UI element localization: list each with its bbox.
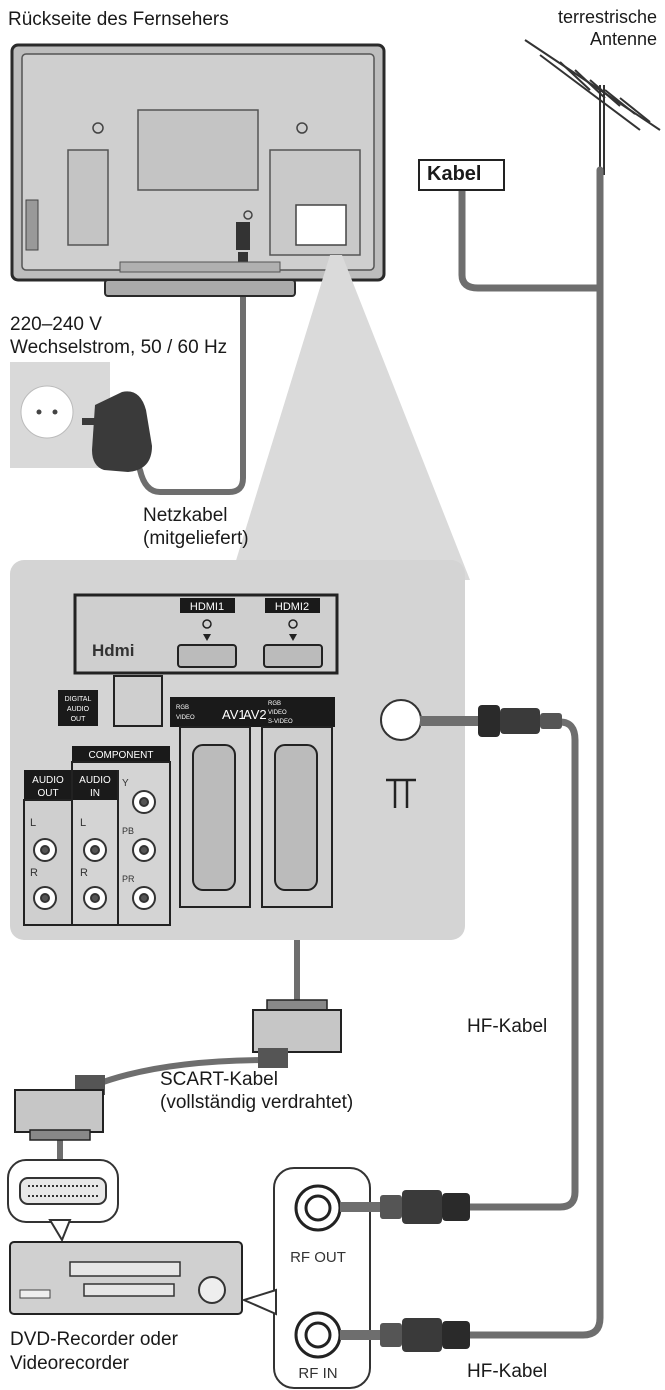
voltage-label-1: 220–240 V <box>10 314 102 335</box>
tv-back-label: Rückseite des Fernsehers <box>8 9 229 30</box>
av1-rgb-label: RGB <box>176 705 189 711</box>
av1-label: AV1 <box>222 707 246 722</box>
hf-cable-upper <box>466 718 579 1211</box>
hf-cable-label-lower: HF-Kabel <box>467 1361 548 1382</box>
antenna-label-1: terrestrische <box>557 7 657 27</box>
scart-cable-label-1: SCART-Kabel <box>160 1069 278 1090</box>
hdmi-logo: Hdmi <box>92 641 135 660</box>
antenna-icon <box>524 39 661 175</box>
digital-audio-label-1: DIGITAL <box>65 696 92 703</box>
dvd-recorder-icon <box>9 1241 243 1315</box>
audio-out-label-1: AUDIO <box>32 775 64 786</box>
rf-in-label: RF IN <box>298 1365 337 1382</box>
cable-label-box <box>418 159 505 191</box>
power-plug-icon <box>82 391 152 472</box>
component-pb-label: PB <box>122 826 134 836</box>
voltage-label-2: Wechselstrom, 50 / 60 Hz <box>10 337 228 358</box>
rf-out-label: RF OUT <box>290 1249 346 1266</box>
antenna-cable <box>458 166 604 1339</box>
component-pr-label: PR <box>122 874 135 884</box>
rf-connector-icon <box>420 705 562 737</box>
mains-cable-label-1: Netzkabel <box>143 505 228 526</box>
scart-plug-icon <box>252 999 342 1068</box>
component-y-label: Y <box>122 778 129 789</box>
mains-cable-label-2: (mitgeliefert) <box>143 528 249 549</box>
audio-out-label-2: OUT <box>37 788 58 799</box>
audio-out-l-label: L <box>30 817 36 829</box>
scart-cable-label-2: (vollständig verdrahtet) <box>160 1092 354 1113</box>
tv-back <box>10 43 386 297</box>
av2-rgb-label: RGB <box>268 701 281 707</box>
rf-socket-callout <box>241 1167 371 1389</box>
av1-video-label: VIDEO <box>176 715 195 721</box>
connection-panel <box>10 560 465 940</box>
mains-cable <box>137 269 246 495</box>
digital-audio-label-3: OUT <box>71 716 87 723</box>
rca-jack-icon <box>33 790 156 910</box>
digital-audio-label-2: AUDIO <box>67 706 90 713</box>
recorder-label-1: DVD-Recorder oder <box>10 1329 178 1350</box>
component-label: COMPONENT <box>89 750 154 761</box>
rf-connector-icon <box>340 1190 470 1224</box>
antenna-label-2: Antenne <box>589 29 657 49</box>
audio-in-label-2: IN <box>90 788 100 799</box>
antenna-symbol-icon <box>386 778 416 808</box>
hdmi1-label: HDMI1 <box>190 601 224 613</box>
audio-out-r-label: R <box>30 867 38 879</box>
av2-svideo-label: S-VIDEO <box>268 719 293 725</box>
audio-in-r-label: R <box>80 867 88 879</box>
audio-in-label-1: AUDIO <box>79 775 111 786</box>
av2-label: AV2 <box>243 707 267 722</box>
hdmi2-label: HDMI2 <box>275 601 309 613</box>
av2-video-label: VIDEO <box>268 710 287 716</box>
audio-in-l-label: L <box>80 817 86 829</box>
rf-connector-icon <box>340 1318 470 1352</box>
kabel-label: Kabel <box>427 163 482 185</box>
zoom-indicator <box>230 255 470 580</box>
recorder-label-2: Videorecorder <box>10 1353 130 1374</box>
scart-socket-callout <box>7 1159 119 1243</box>
hf-cable-label-upper: HF-Kabel <box>467 1016 548 1037</box>
scart-plug-icon <box>14 1075 105 1141</box>
